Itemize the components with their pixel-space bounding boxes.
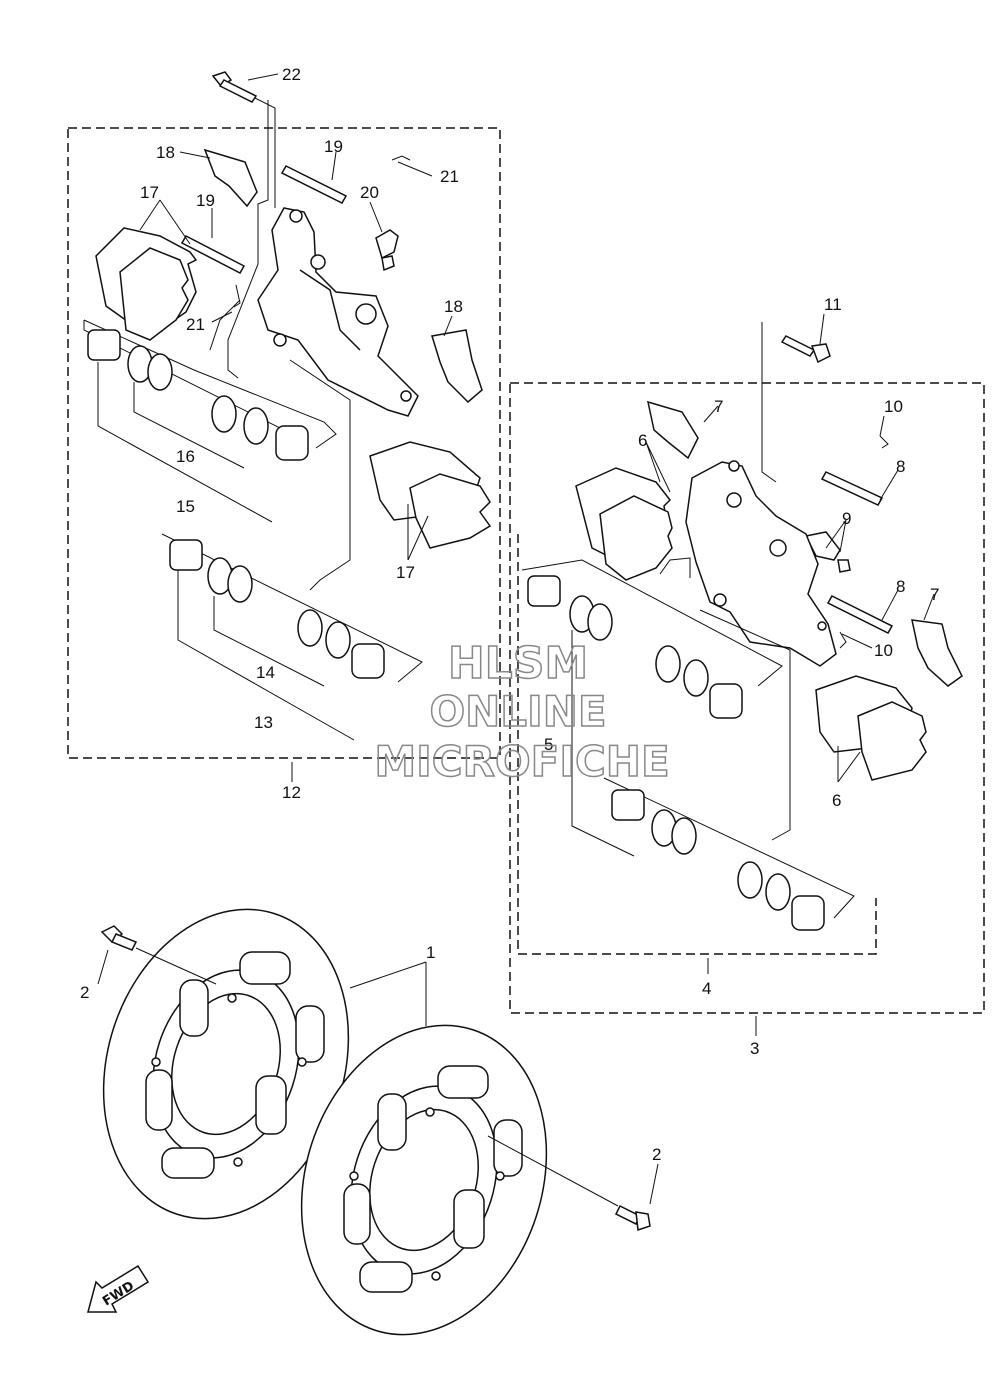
seal-right-lower-2 (671, 817, 697, 855)
brake-pads-17-lower (369, 441, 492, 549)
piston-lower-2 (351, 643, 385, 679)
piston-right-upper-1 (527, 575, 561, 607)
assembly-4-boundary (517, 534, 877, 955)
bleed-screw-9 (804, 531, 851, 573)
callout-21-lower: 21 (186, 315, 205, 334)
bolt-22 (211, 71, 276, 208)
callout-21-upper: 21 (440, 167, 459, 186)
callout-4: 4 (702, 979, 711, 998)
seal-lower-2 (227, 565, 253, 603)
callout-14: 14 (256, 663, 275, 682)
piston-upper-1 (87, 329, 121, 361)
watermark-line-2: ONLINE (429, 687, 606, 736)
callout-11: 11 (824, 295, 842, 314)
callout-1: 1 (426, 943, 435, 962)
brake-pads-6-lower (815, 675, 927, 781)
callout-18-lower: 18 (444, 297, 463, 316)
clip-10-lower (839, 631, 847, 649)
callout-19-lower: 19 (196, 191, 215, 210)
seal-lower-4 (325, 621, 351, 659)
seal-right-lower-4 (765, 873, 791, 911)
callout-13: 13 (254, 713, 273, 732)
callout-15: 15 (176, 497, 195, 516)
pad-spring-18-lower (431, 329, 483, 404)
brake-pads-17-upper (95, 227, 198, 341)
callout-8-lower: 8 (896, 577, 905, 596)
pad-pin-8-upper (820, 471, 884, 506)
piston-seal-group-lower (161, 533, 423, 741)
piston-seal-group-right-lower (603, 777, 855, 931)
callout-labels: 22 19 21 20 18 17 19 21 18 16 15 17 14 1… (80, 65, 939, 1164)
leader-lines (97, 73, 935, 1205)
seal-right-upper-2 (587, 603, 613, 641)
callout-17-upper: 17 (140, 183, 159, 202)
piston-seal-group-right-upper (521, 559, 783, 857)
caliper-body-left (257, 207, 419, 417)
piston-right-lower-1 (611, 789, 645, 821)
disc-bolt-2-left (100, 925, 217, 985)
pad-spring-7-lower (911, 619, 963, 687)
watermark-line-1: HLSM (448, 638, 588, 689)
callout-10-lower: 10 (874, 641, 893, 660)
pad-pin-8-lower (826, 595, 894, 634)
assembly-3-boundary (509, 382, 985, 1014)
callout-7-upper: 7 (714, 397, 723, 416)
brake-disc-right (300, 1024, 548, 1336)
fwd-arrow-icon: FWD (87, 1264, 150, 1313)
pad-spring-18-upper (203, 148, 258, 208)
seal-lower-3 (297, 609, 323, 647)
callout-19-upper: 19 (324, 137, 343, 156)
seal-upper-3 (211, 395, 237, 433)
piston-lower-1 (169, 539, 203, 571)
callout-6-lower: 6 (832, 791, 841, 810)
bleed-screw-20 (375, 229, 399, 272)
seal-upper-2 (147, 353, 173, 391)
callout-5: 5 (544, 735, 553, 754)
assembly-12-boundary (67, 127, 501, 759)
brake-pads-6-upper (575, 467, 673, 581)
caliper-body-right (685, 460, 837, 667)
callout-2-right: 2 (652, 1145, 661, 1164)
left-caliper-assembly (67, 71, 501, 759)
seal-right-upper-3 (655, 645, 681, 683)
right-caliper-assembly (509, 322, 985, 1014)
disc-bolt-2-right (487, 1135, 651, 1232)
pad-pin-19-lower (180, 235, 246, 274)
callout-3: 3 (750, 1039, 759, 1058)
callout-17-lower: 17 (396, 563, 415, 582)
piston-upper-2 (275, 425, 309, 461)
bolt-11 (761, 322, 831, 483)
callout-6-upper: 6 (638, 431, 647, 450)
callout-2-left: 2 (80, 983, 89, 1002)
watermark: HLSM ONLINE MICROFICHE (374, 637, 671, 787)
pad-pin-19-upper (280, 165, 348, 204)
callout-18-upper: 18 (156, 143, 175, 162)
brake-disc-left (102, 908, 350, 1220)
seal-right-lower-3 (737, 861, 763, 899)
callout-7-lower: 7 (930, 585, 939, 604)
callout-20: 20 (360, 183, 379, 202)
watermark-line-3: MICROFICHE (374, 737, 669, 786)
callout-12: 12 (282, 783, 301, 802)
callout-8-upper: 8 (896, 457, 905, 476)
piston-seal-group-upper (83, 319, 337, 523)
pad-spring-7-upper (647, 400, 699, 460)
clip-10-upper (879, 435, 889, 449)
clip-21-lower (233, 284, 241, 308)
callout-22: 22 (282, 65, 301, 84)
clip-21-upper (391, 155, 411, 161)
callout-10-upper: 10 (884, 397, 903, 416)
piston-right-upper-2 (709, 683, 743, 719)
piston-right-lower-2 (791, 895, 825, 931)
seal-upper-4 (243, 407, 269, 445)
seal-right-upper-4 (683, 659, 709, 697)
callout-16: 16 (176, 447, 195, 466)
callout-9: 9 (842, 509, 851, 528)
